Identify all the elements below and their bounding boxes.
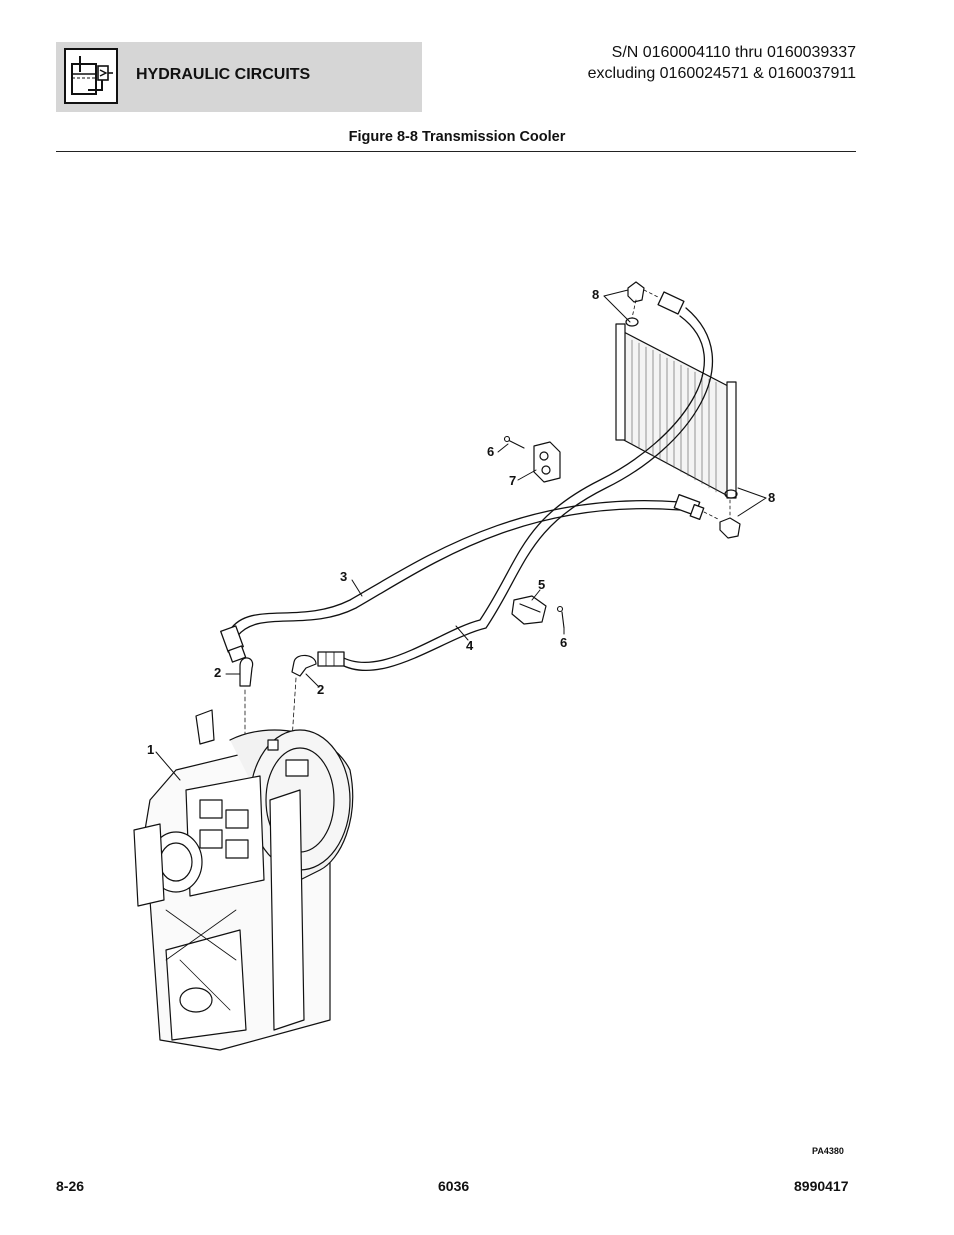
hose-4 [317, 291, 714, 672]
elbow-fitting-left [239, 657, 254, 741]
serial-number-range: S/N 0160004110 thru 0160039337 excluding… [588, 42, 856, 84]
callout-7: 7 [509, 473, 517, 488]
hose-3 [220, 494, 705, 663]
serial-line-1: S/N 0160004110 thru 0160039337 [611, 44, 856, 61]
footer-center-code: 6036 [438, 1178, 470, 1194]
hydraulic-reservoir-icon [64, 48, 118, 104]
clamp-7 [533, 441, 561, 483]
clamp-5 [511, 595, 547, 625]
callout-6-lower: 6 [560, 635, 568, 650]
callout-1: 1 [147, 742, 155, 757]
bolt-6-lower [556, 605, 565, 629]
callout-2-right: 2 [317, 682, 325, 697]
elbow-fitting-right [291, 654, 317, 741]
oil-cooler [615, 281, 741, 539]
section-title: HYDRAULIC CIRCUITS [136, 66, 311, 83]
callout-leaders [155, 289, 767, 781]
document-number: 8990417 [794, 1178, 849, 1194]
callout-4: 4 [466, 638, 474, 653]
bolt-6-upper [503, 435, 525, 449]
callout-3: 3 [340, 569, 348, 584]
transmission-assembly [133, 709, 354, 1051]
figure-code: PA4380 [812, 1146, 844, 1156]
callout-6-upper: 6 [487, 444, 495, 459]
page-number: 8-26 [56, 1178, 85, 1194]
figure-title: Figure 8-8 Transmission Cooler [348, 129, 566, 145]
callout-5: 5 [538, 577, 546, 592]
header-divider [56, 151, 856, 152]
serial-line-2: excluding 0160024571 & 0160037911 [587, 65, 856, 82]
callout-8-bottom: 8 [768, 490, 776, 505]
callout-2-left: 2 [214, 665, 222, 680]
callout-8-top: 8 [592, 287, 600, 302]
section-header-box: HYDRAULIC CIRCUITS [56, 42, 422, 112]
